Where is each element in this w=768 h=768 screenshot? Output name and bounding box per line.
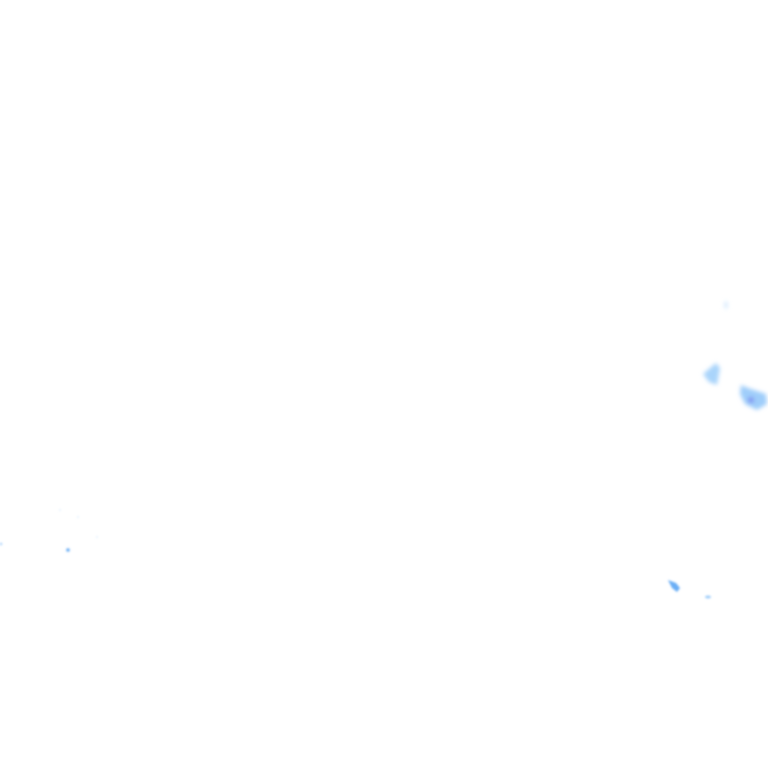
precip-cell [703, 363, 720, 385]
precip-core [748, 397, 754, 403]
precip-cell [740, 385, 767, 410]
precip-cell [668, 580, 680, 592]
precip-cell [59, 509, 61, 511]
precip-cell [0, 542, 3, 546]
precip-cell [77, 516, 79, 518]
precip-cell [96, 536, 98, 538]
precip-cell [724, 301, 728, 309]
precip-cell [705, 595, 711, 599]
precip-cell [66, 548, 70, 552]
